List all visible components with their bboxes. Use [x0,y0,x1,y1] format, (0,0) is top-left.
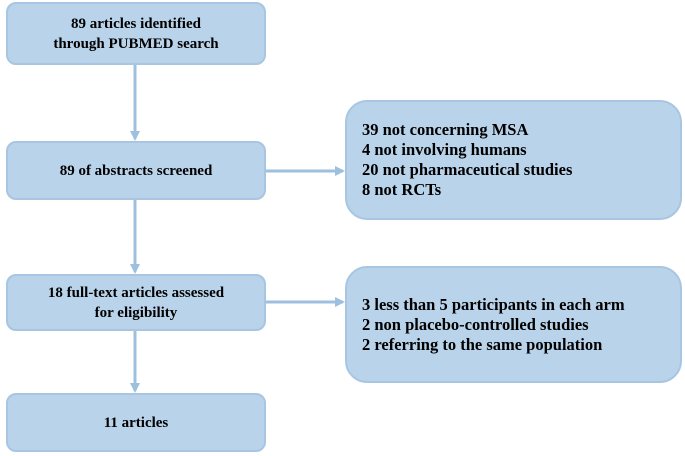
excluded-fulltext-item: 3 less than 5 participants in each arm [362,294,625,314]
screened-line-1: 89 of abstracts screened [59,162,213,179]
excluded-abstract-item: 20 not pharmaceutical studies [362,160,573,179]
identified-line-1: 89 articles identified [71,15,201,32]
excluded-abstract-item: 8 not RCTs [362,180,442,199]
box-included-articles: 11 articles [6,393,266,452]
excluded-abstract-item: 39 not concerning MSA [362,120,529,139]
identified-line-2: through PUBMED search [53,35,219,52]
box-fulltext-assessed: 18 full-text articles assessed for eligi… [6,274,266,331]
excluded-abstract-item: 4 not involving humans [362,140,527,159]
box-abstracts-screened: 89 of abstracts screened [6,141,266,200]
box-excluded-abstracts: 39 not concerning MSA 4 not involving hu… [345,100,682,220]
excluded-fulltext-item: 2 referring to the same population [362,334,603,354]
box-excluded-fulltext: 3 less than 5 participants in each arm 2… [345,266,682,383]
fulltext-line-1: 18 full-text articles assessed [47,284,225,301]
excluded-fulltext-item: 2 non placebo-controlled studies [362,314,589,334]
fulltext-line-2: for eligibility [94,304,178,321]
box-articles-identified: 89 articles identified through PUBMED se… [6,2,266,65]
included-line-1: 11 articles [103,414,169,431]
